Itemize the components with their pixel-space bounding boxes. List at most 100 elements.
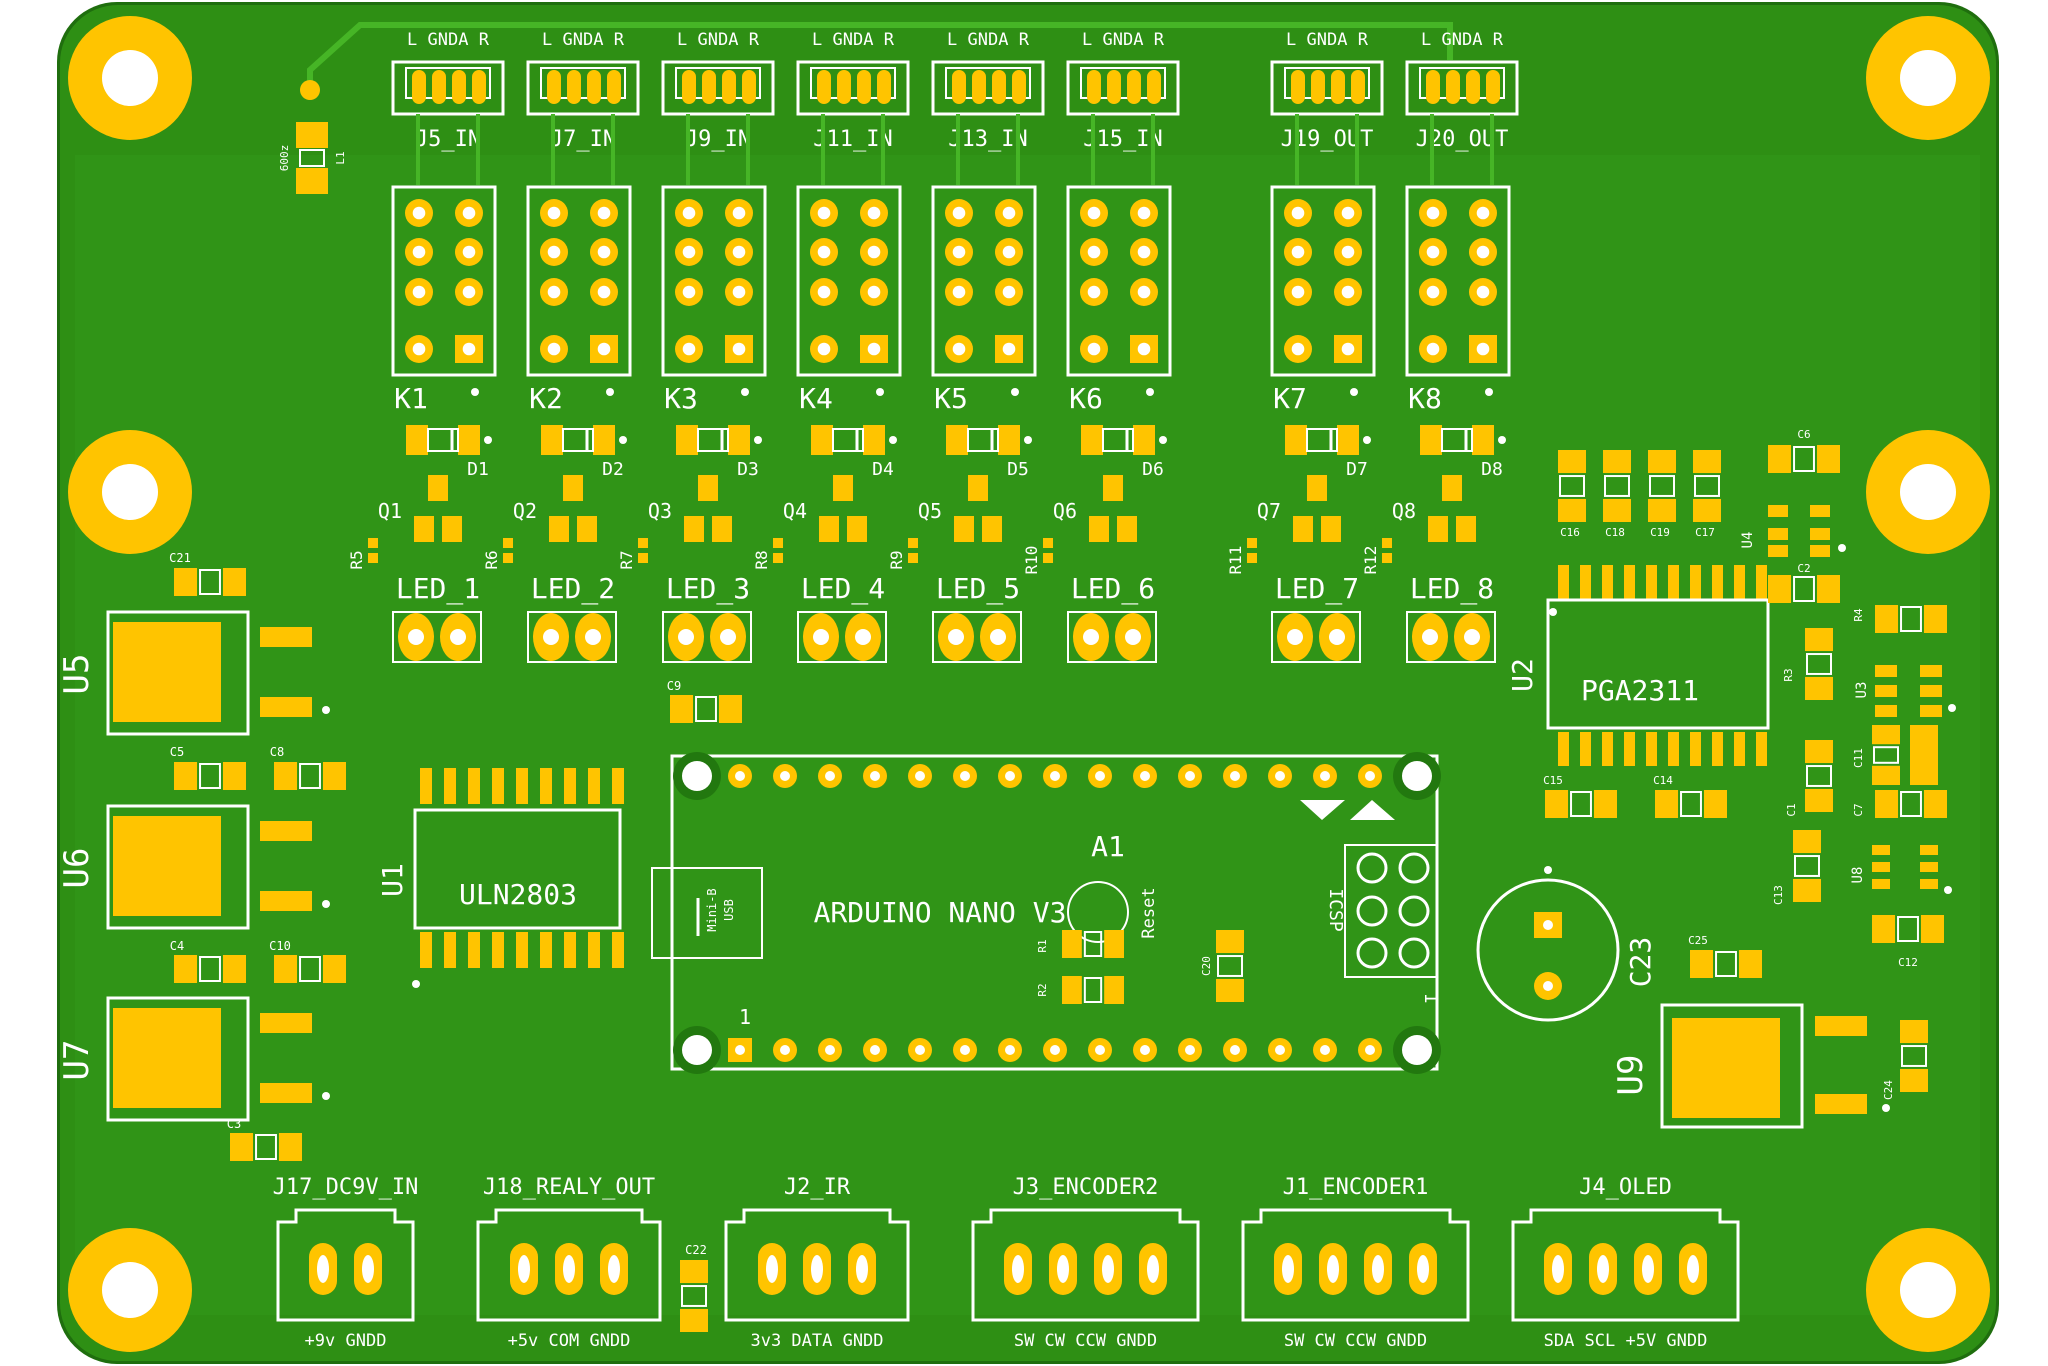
relay-ref: K2	[529, 382, 563, 415]
led-ref: LED_2	[531, 572, 615, 606]
drill-hole	[915, 1045, 925, 1055]
ic-pin	[516, 768, 528, 804]
ic-pin	[1580, 732, 1591, 766]
drill-hole	[597, 285, 611, 299]
drill-hole	[1057, 1255, 1069, 1283]
cap-outline	[1649, 475, 1675, 497]
ic-pin	[1875, 665, 1897, 677]
drill-hole	[608, 1255, 620, 1283]
cap-pad	[1603, 450, 1631, 474]
resistor-pad	[368, 553, 378, 563]
drill-hole	[1642, 1255, 1654, 1283]
connector-pin-labels: SW CW CCW GNDD	[1014, 1331, 1157, 1351]
resistor-pad	[638, 553, 648, 563]
connector-housing	[796, 60, 910, 116]
connector-ref: J3_ENCODER2	[1013, 1175, 1159, 1200]
regulator-pin	[260, 821, 312, 841]
pin1-dot	[606, 388, 614, 396]
diode-pad	[593, 425, 615, 455]
drill-hole	[1005, 771, 1015, 781]
transistor-pad	[1428, 516, 1448, 542]
drill-hole	[1002, 206, 1016, 220]
diode-pad	[1081, 425, 1103, 455]
drill-hole	[1341, 285, 1355, 299]
transistor-pad	[954, 516, 974, 542]
cap-pad	[1768, 445, 1792, 473]
drill-hole	[462, 206, 476, 220]
transistor-pad	[1117, 516, 1137, 542]
ic-pin	[444, 932, 456, 968]
regulator-ref: U9	[1611, 1055, 1651, 1096]
drill-hole	[1087, 245, 1101, 259]
ic-pin	[1920, 879, 1938, 889]
connector-pin	[1466, 70, 1480, 104]
ic-pin	[1646, 565, 1657, 599]
led-outline	[1271, 611, 1361, 663]
pin1-label: 1	[739, 1005, 751, 1029]
ic-pin	[1920, 862, 1938, 872]
ic-pin	[1875, 705, 1897, 717]
cap-pad	[680, 1308, 708, 1332]
cap-outline	[1793, 576, 1815, 602]
pin1-dot	[889, 436, 897, 444]
cap-pad	[1062, 930, 1082, 958]
drill-hole	[1275, 771, 1285, 781]
transistor-ref: Q2	[513, 499, 537, 523]
transistor-pad	[1321, 516, 1341, 542]
ic-pin	[1920, 845, 1938, 855]
drill-hole	[1552, 1255, 1564, 1283]
inductor-value: 600z	[278, 145, 291, 172]
drill-hole	[412, 285, 426, 299]
drill-hole	[1422, 629, 1438, 645]
drill-hole	[1341, 206, 1355, 220]
ic-ref: U4	[1740, 532, 1756, 549]
connector-pin	[472, 70, 486, 104]
connector-housing	[931, 60, 1045, 116]
usb-label: Mini-B	[705, 888, 719, 931]
transistor-pad	[698, 475, 718, 501]
drill-hole	[1002, 342, 1016, 356]
transistor-ref: Q3	[648, 499, 672, 523]
ic-pin	[492, 768, 504, 804]
diode-pad	[676, 425, 698, 455]
led-outline	[1406, 611, 1496, 663]
connector-ref: J5_IN	[415, 127, 481, 152]
cap-outline	[1897, 916, 1919, 942]
connector-pin	[702, 70, 716, 104]
drill-hole	[1341, 245, 1355, 259]
drill-hole	[817, 206, 831, 220]
mounting-hole	[1866, 1228, 1990, 1352]
cap-ref: C24	[1882, 1080, 1895, 1100]
ic-pin	[1756, 565, 1767, 599]
ic-pin	[612, 768, 624, 804]
drill-hole	[856, 1255, 868, 1283]
drill-hole	[780, 771, 790, 781]
ic-pin	[1734, 565, 1745, 599]
ic-pin	[1734, 732, 1745, 766]
transistor-ref: Q5	[918, 499, 942, 523]
cap-outline	[299, 763, 321, 789]
top-connector-row: L GNDA RJ5_INL GNDA RJ7_INL GNDA RJ9_INL…	[391, 30, 1519, 185]
cap-pad	[174, 762, 198, 790]
drill-hole	[518, 1255, 530, 1283]
trace	[956, 114, 1020, 185]
cap-pad	[1900, 1068, 1928, 1092]
ic-pin	[420, 932, 432, 968]
connector-pin	[1147, 70, 1161, 104]
cap-ref: C1	[1785, 803, 1798, 816]
drill-hole	[952, 206, 966, 220]
transistor-pad	[982, 516, 1002, 542]
regulator-outline	[106, 804, 250, 930]
cap-pad	[1545, 790, 1569, 818]
ic-pin	[540, 932, 552, 968]
connector-ref: J13_IN	[948, 127, 1027, 152]
connector-pin	[607, 70, 621, 104]
ic-part: PGA2311	[1581, 674, 1699, 707]
connector-housing	[476, 1208, 662, 1322]
connector-pin	[742, 70, 756, 104]
drill-hole	[682, 206, 696, 220]
transistor-pad	[1089, 516, 1109, 542]
connector-housing	[1066, 60, 1180, 116]
ic-pin	[1690, 565, 1701, 599]
connector-housing	[1270, 60, 1384, 116]
